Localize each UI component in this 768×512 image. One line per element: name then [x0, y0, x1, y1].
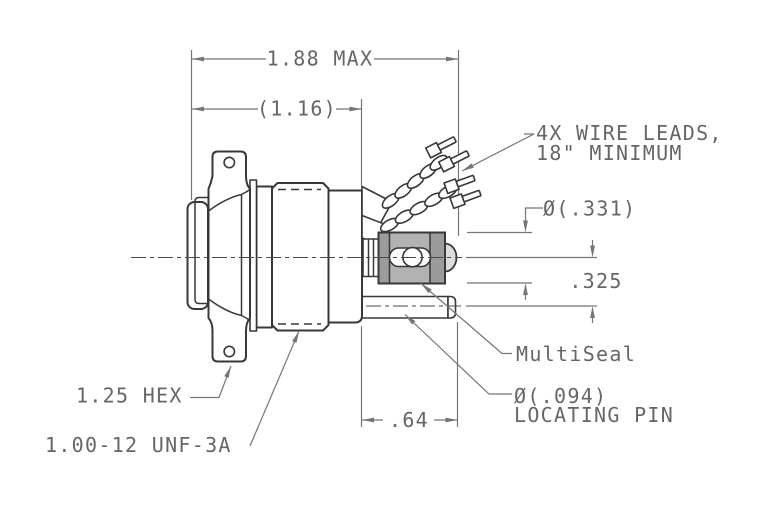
dim-seal-diameter	[523, 207, 543, 300]
locating-pin	[361, 295, 457, 319]
tab-hole-bottom	[223, 345, 236, 358]
dim-body-length	[192, 106, 362, 112]
label-locating-pin: LOCATING PIN	[514, 403, 674, 427]
label-hex-size: 1.25 HEX	[76, 384, 183, 408]
front-cap	[186, 201, 209, 310]
label-pin-extension: .64	[389, 408, 429, 432]
leader-wire-leads	[461, 133, 535, 172]
cap-washer	[194, 196, 211, 305]
leader-locating-pin	[404, 314, 512, 395]
label-seal-diameter: Ø(.331)	[543, 197, 636, 221]
label-body-length: (1.16)	[257, 97, 337, 121]
dim-pin-extension	[362, 417, 458, 423]
hex-nut	[207, 150, 251, 363]
label-wire-leads-line1: 4X WIRE LEADS,	[536, 121, 723, 145]
label-multiseal: MultiSeal	[516, 342, 636, 366]
leader-thread	[249, 330, 300, 447]
leader-hex	[190, 365, 232, 399]
leader-multiseal	[420, 283, 512, 355]
label-overall-max: 1.88 MAX	[267, 47, 374, 71]
label-pin-diameter: Ø(.094)	[514, 384, 607, 408]
label-thread-spec: 1.00-12 UNF-3A	[45, 433, 232, 457]
label-wire-leads-line2: 18" MINIMUM	[536, 141, 683, 165]
connector-body	[186, 136, 482, 363]
rear-body	[327, 189, 363, 324]
wire-terminals	[424, 136, 482, 210]
label-pin-offset: .325	[569, 269, 622, 293]
dim-pin-offset	[590, 240, 595, 323]
dim-overall-max	[192, 56, 458, 62]
extension-lines	[190, 50, 597, 427]
tab-hole-top	[223, 156, 236, 169]
threaded-body	[271, 182, 330, 332]
